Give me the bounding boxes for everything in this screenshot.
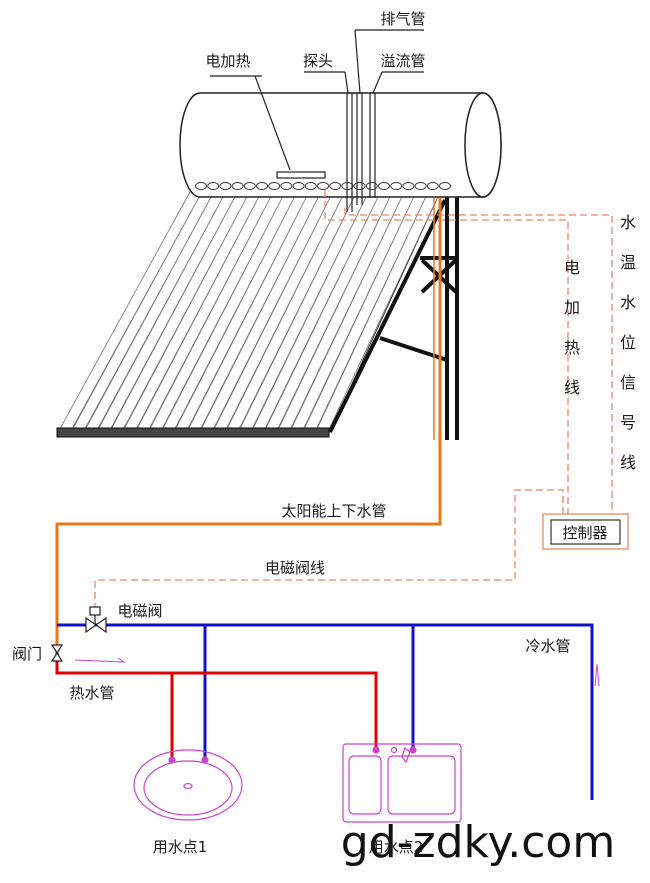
signal-wire-char: 水 — [620, 293, 636, 312]
water-tank — [179, 92, 502, 198]
tube-mouth — [378, 182, 390, 190]
signal-wire-char: 位 — [620, 333, 636, 352]
tube-mouth — [365, 182, 378, 190]
overflow-pipe-label: 溢流管 — [380, 52, 425, 70]
heating-wire-char: 电 — [564, 258, 580, 277]
tube-mouth — [317, 182, 329, 190]
controller-box: 控制器 — [542, 513, 629, 550]
tube-mouth-row — [195, 182, 451, 190]
signal-wires — [94, 190, 613, 615]
tube-mouth — [207, 182, 220, 190]
collector-panel — [56, 191, 441, 438]
support-frame — [328, 195, 459, 440]
tube-mouth — [439, 182, 451, 190]
controller-label: 控制器 — [562, 524, 607, 542]
hot-pipe-label: 热水管 — [69, 684, 114, 702]
electric-heater-label: 电加热 — [205, 52, 250, 70]
signal-wire-char: 信 — [620, 373, 636, 392]
solar-pipe — [55, 198, 442, 645]
point1-label: 用水点1 — [153, 838, 208, 856]
top-pipes — [304, 29, 424, 212]
heating-wire-char: 线 — [564, 378, 580, 397]
tube-mouth — [219, 182, 232, 190]
solenoid-valve-symbol — [85, 606, 107, 634]
tube-mouth — [256, 182, 268, 190]
tube-mouth — [268, 182, 281, 190]
valve-symbol — [50, 644, 64, 662]
solenoid-valve-label: 电磁阀 — [117, 602, 162, 620]
cold-pipe-label: 冷水管 — [525, 637, 570, 655]
tube-mouth — [243, 182, 256, 190]
tube-mouth — [390, 182, 403, 190]
vacuum-tubes — [59, 191, 441, 429]
heating-wire-char: 热 — [564, 338, 580, 357]
signal-wire-char: 温 — [620, 253, 636, 272]
valve-label: 阀门 — [12, 645, 42, 663]
signal-wire-char: 号 — [620, 413, 636, 432]
tube-mouth — [402, 182, 415, 190]
point2-label: 用水点2 — [369, 838, 424, 856]
tube-mouth — [329, 182, 342, 190]
hot-flow-arrow — [74, 657, 126, 663]
tube-mouth — [280, 182, 293, 190]
cold-flow-arrow — [594, 663, 600, 687]
tube-mouth — [231, 182, 244, 190]
cold-water-pipe — [57, 623, 594, 800]
electric-heater-element — [210, 75, 326, 179]
tube-mouth — [426, 182, 439, 190]
heating-wire-label: 电 加 热 线 — [564, 258, 580, 397]
signal-wire-char: 线 — [620, 453, 636, 472]
signal-wire-char: 水 — [620, 213, 636, 232]
double-sink — [342, 743, 462, 823]
tube-mouth — [195, 182, 207, 190]
tube-mouth — [292, 182, 305, 190]
heating-wire-char: 加 — [564, 298, 580, 317]
collector-base-rail — [56, 427, 330, 438]
hot-water-pipe — [55, 645, 378, 760]
vent-pipe-label: 排气管 — [380, 10, 425, 28]
tube-mouth — [414, 182, 427, 190]
solenoid-wire-label: 电磁阀线 — [265, 559, 325, 577]
wash-basin — [133, 749, 243, 821]
solar-pipe-label: 太阳能上下水管 — [281, 502, 386, 520]
signal-wire-label: 水 温 水 位 信 号 线 — [620, 213, 636, 472]
tube-mouth — [304, 182, 317, 190]
watermark: gd-zdky.com — [341, 817, 615, 868]
tube-mouth — [353, 182, 366, 190]
probe-label: 探头 — [303, 52, 333, 70]
